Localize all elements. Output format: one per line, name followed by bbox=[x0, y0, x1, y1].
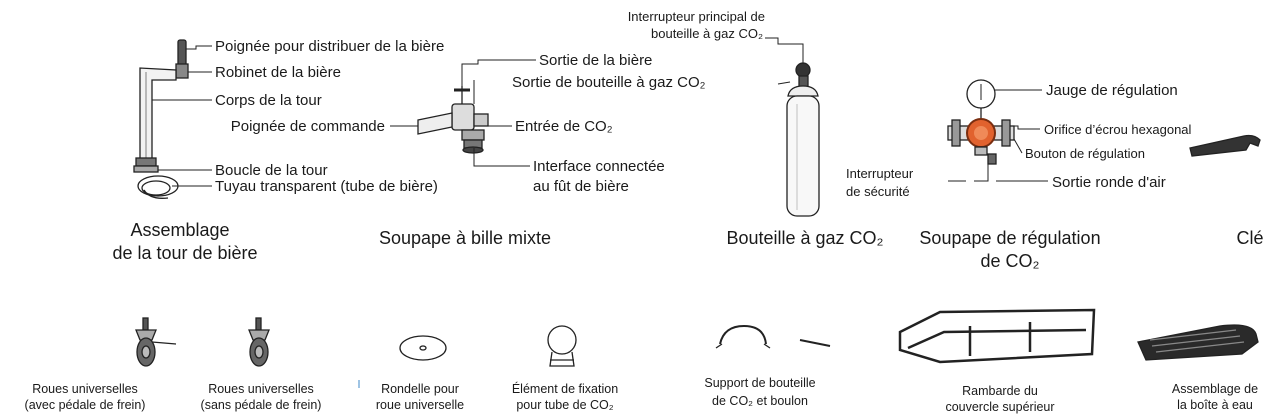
title-co2-cylinder: Bouteille à gaz CO₂ bbox=[726, 228, 884, 248]
title-wrench: Clé bbox=[1236, 228, 1264, 248]
caption-bracket-line2: de CO₂ et boulon bbox=[712, 394, 808, 408]
top-cover-railing-illustration bbox=[898, 308, 1096, 364]
label-keg-interface-line2: au fût de bière bbox=[533, 178, 629, 195]
label-regulation-knob: Bouton de régulation bbox=[1025, 146, 1145, 161]
beer-tower-illustration bbox=[133, 39, 189, 199]
caption-washer-line1: Rondelle pour bbox=[381, 382, 459, 396]
caption-bracket-line1: Support de bouteille bbox=[704, 376, 816, 390]
caption-water-box-line1: Assemblage de bbox=[1171, 382, 1259, 396]
label-control-handle: Poignée de commande bbox=[230, 118, 385, 135]
title-regulator-line2: de CO₂ bbox=[980, 251, 1040, 271]
label-safety-switch-line1: Interrupteur bbox=[846, 166, 914, 181]
caster-brake-illustration bbox=[135, 317, 177, 367]
caption-water-box-line2: la boîte à eau bbox=[1177, 398, 1253, 412]
label-regulation-gauge: Jauge de régulation bbox=[1046, 82, 1178, 99]
label-keg-interface-line1: Interface connectée bbox=[533, 158, 665, 175]
caption-caster-nobrake-line1: Roues universelles bbox=[208, 382, 314, 396]
title-tower-line2: de la tour de bière bbox=[112, 243, 258, 263]
caster-nobrake-illustration bbox=[248, 317, 270, 367]
caption-caster-nobrake-line2: (sans pédale de frein) bbox=[200, 398, 322, 412]
cylinder-bracket-illustration bbox=[715, 324, 831, 349]
label-tower-body: Corps de la tour bbox=[215, 92, 322, 109]
co2-regulator-illustration bbox=[947, 79, 1015, 165]
label-transparent-hose: Tuyau transparent (tube de bière) bbox=[215, 178, 438, 195]
label-safety-switch-line2: de sécurité bbox=[846, 184, 910, 199]
water-box-illustration bbox=[1137, 324, 1259, 361]
label-hex-nut-orifice: Orifice d’écrou hexagonal bbox=[1044, 122, 1192, 137]
label-cylinder-outlet: Sortie de bouteille à gaz CO₂ bbox=[512, 74, 706, 91]
title-regulator-line1: Soupape de régulation bbox=[919, 228, 1101, 248]
title-tower-line1: Assemblage bbox=[130, 220, 230, 240]
caption-caster-brake-line1: Roues universelles bbox=[32, 382, 138, 396]
caption-fixing-line2: pour tube de CO₂ bbox=[516, 398, 614, 412]
label-co2-inlet: Entrée de CO₂ bbox=[515, 118, 613, 135]
label-beer-tap: Robinet de la bière bbox=[215, 64, 341, 81]
co2-cylinder-illustration bbox=[786, 62, 820, 217]
label-beer-handle: Poignée pour distribuer de la bière bbox=[215, 38, 445, 55]
caption-caster-brake-line2: (avec pédale de frein) bbox=[24, 398, 146, 412]
label-main-switch-line2: bouteille à gaz CO₂ bbox=[651, 26, 763, 41]
washer-illustration bbox=[358, 335, 447, 388]
caption-railing-line1: Rambarde du bbox=[962, 384, 1038, 398]
label-beer-outlet: Sortie de la bière bbox=[539, 52, 653, 69]
ball-valve-illustration bbox=[417, 86, 489, 154]
caption-washer-line2: roue universelle bbox=[375, 398, 465, 412]
wrench-illustration bbox=[1189, 134, 1261, 157]
title-ball-valve: Soupape à bille mixte bbox=[378, 228, 552, 248]
leader-lines bbox=[152, 37, 1048, 187]
label-main-switch-line1: Interrupteur principal de bbox=[627, 9, 765, 24]
co2-tube-fixing-illustration bbox=[547, 325, 577, 367]
caption-fixing-line1: Élément de fixation bbox=[511, 382, 619, 396]
label-round-air-outlet: Sortie ronde d'air bbox=[1052, 174, 1166, 191]
label-tower-buckle: Boucle de la tour bbox=[215, 162, 328, 179]
caption-railing-line2: couvercle supérieur bbox=[945, 400, 1055, 414]
